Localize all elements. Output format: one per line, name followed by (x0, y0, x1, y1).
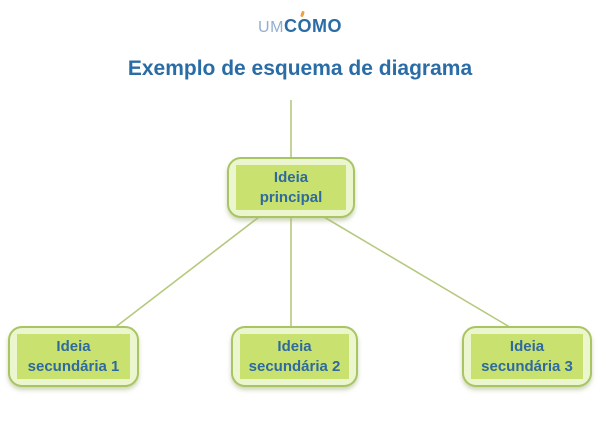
logo-letter-o: O (297, 10, 312, 37)
node-main-idea: Ideia principal (227, 157, 355, 218)
node-secondary-idea-1: Ideia secundária 1 (8, 326, 139, 387)
page-title: Exemplo de esquema de diagrama (127, 57, 473, 80)
logo-letter-c: C (283, 16, 298, 36)
node-secondary-idea-2: Ideia secundária 2 (231, 326, 358, 387)
node-secondary-idea-3-label: Ideia secundária 3 (471, 334, 583, 379)
node-main-idea-label: Ideia principal (236, 165, 346, 210)
node-secondary-idea-3: Ideia secundária 3 (462, 326, 592, 387)
logo-letters-mo: MO (311, 16, 342, 36)
logo-um-text: UM (258, 19, 284, 36)
edge-main-sec3 (323, 216, 514, 330)
edge-main-sec1 (112, 216, 260, 330)
node-secondary-idea-1-label: Ideia secundária 1 (17, 334, 130, 379)
node-secondary-idea-2-label: Ideia secundária 2 (240, 334, 349, 379)
